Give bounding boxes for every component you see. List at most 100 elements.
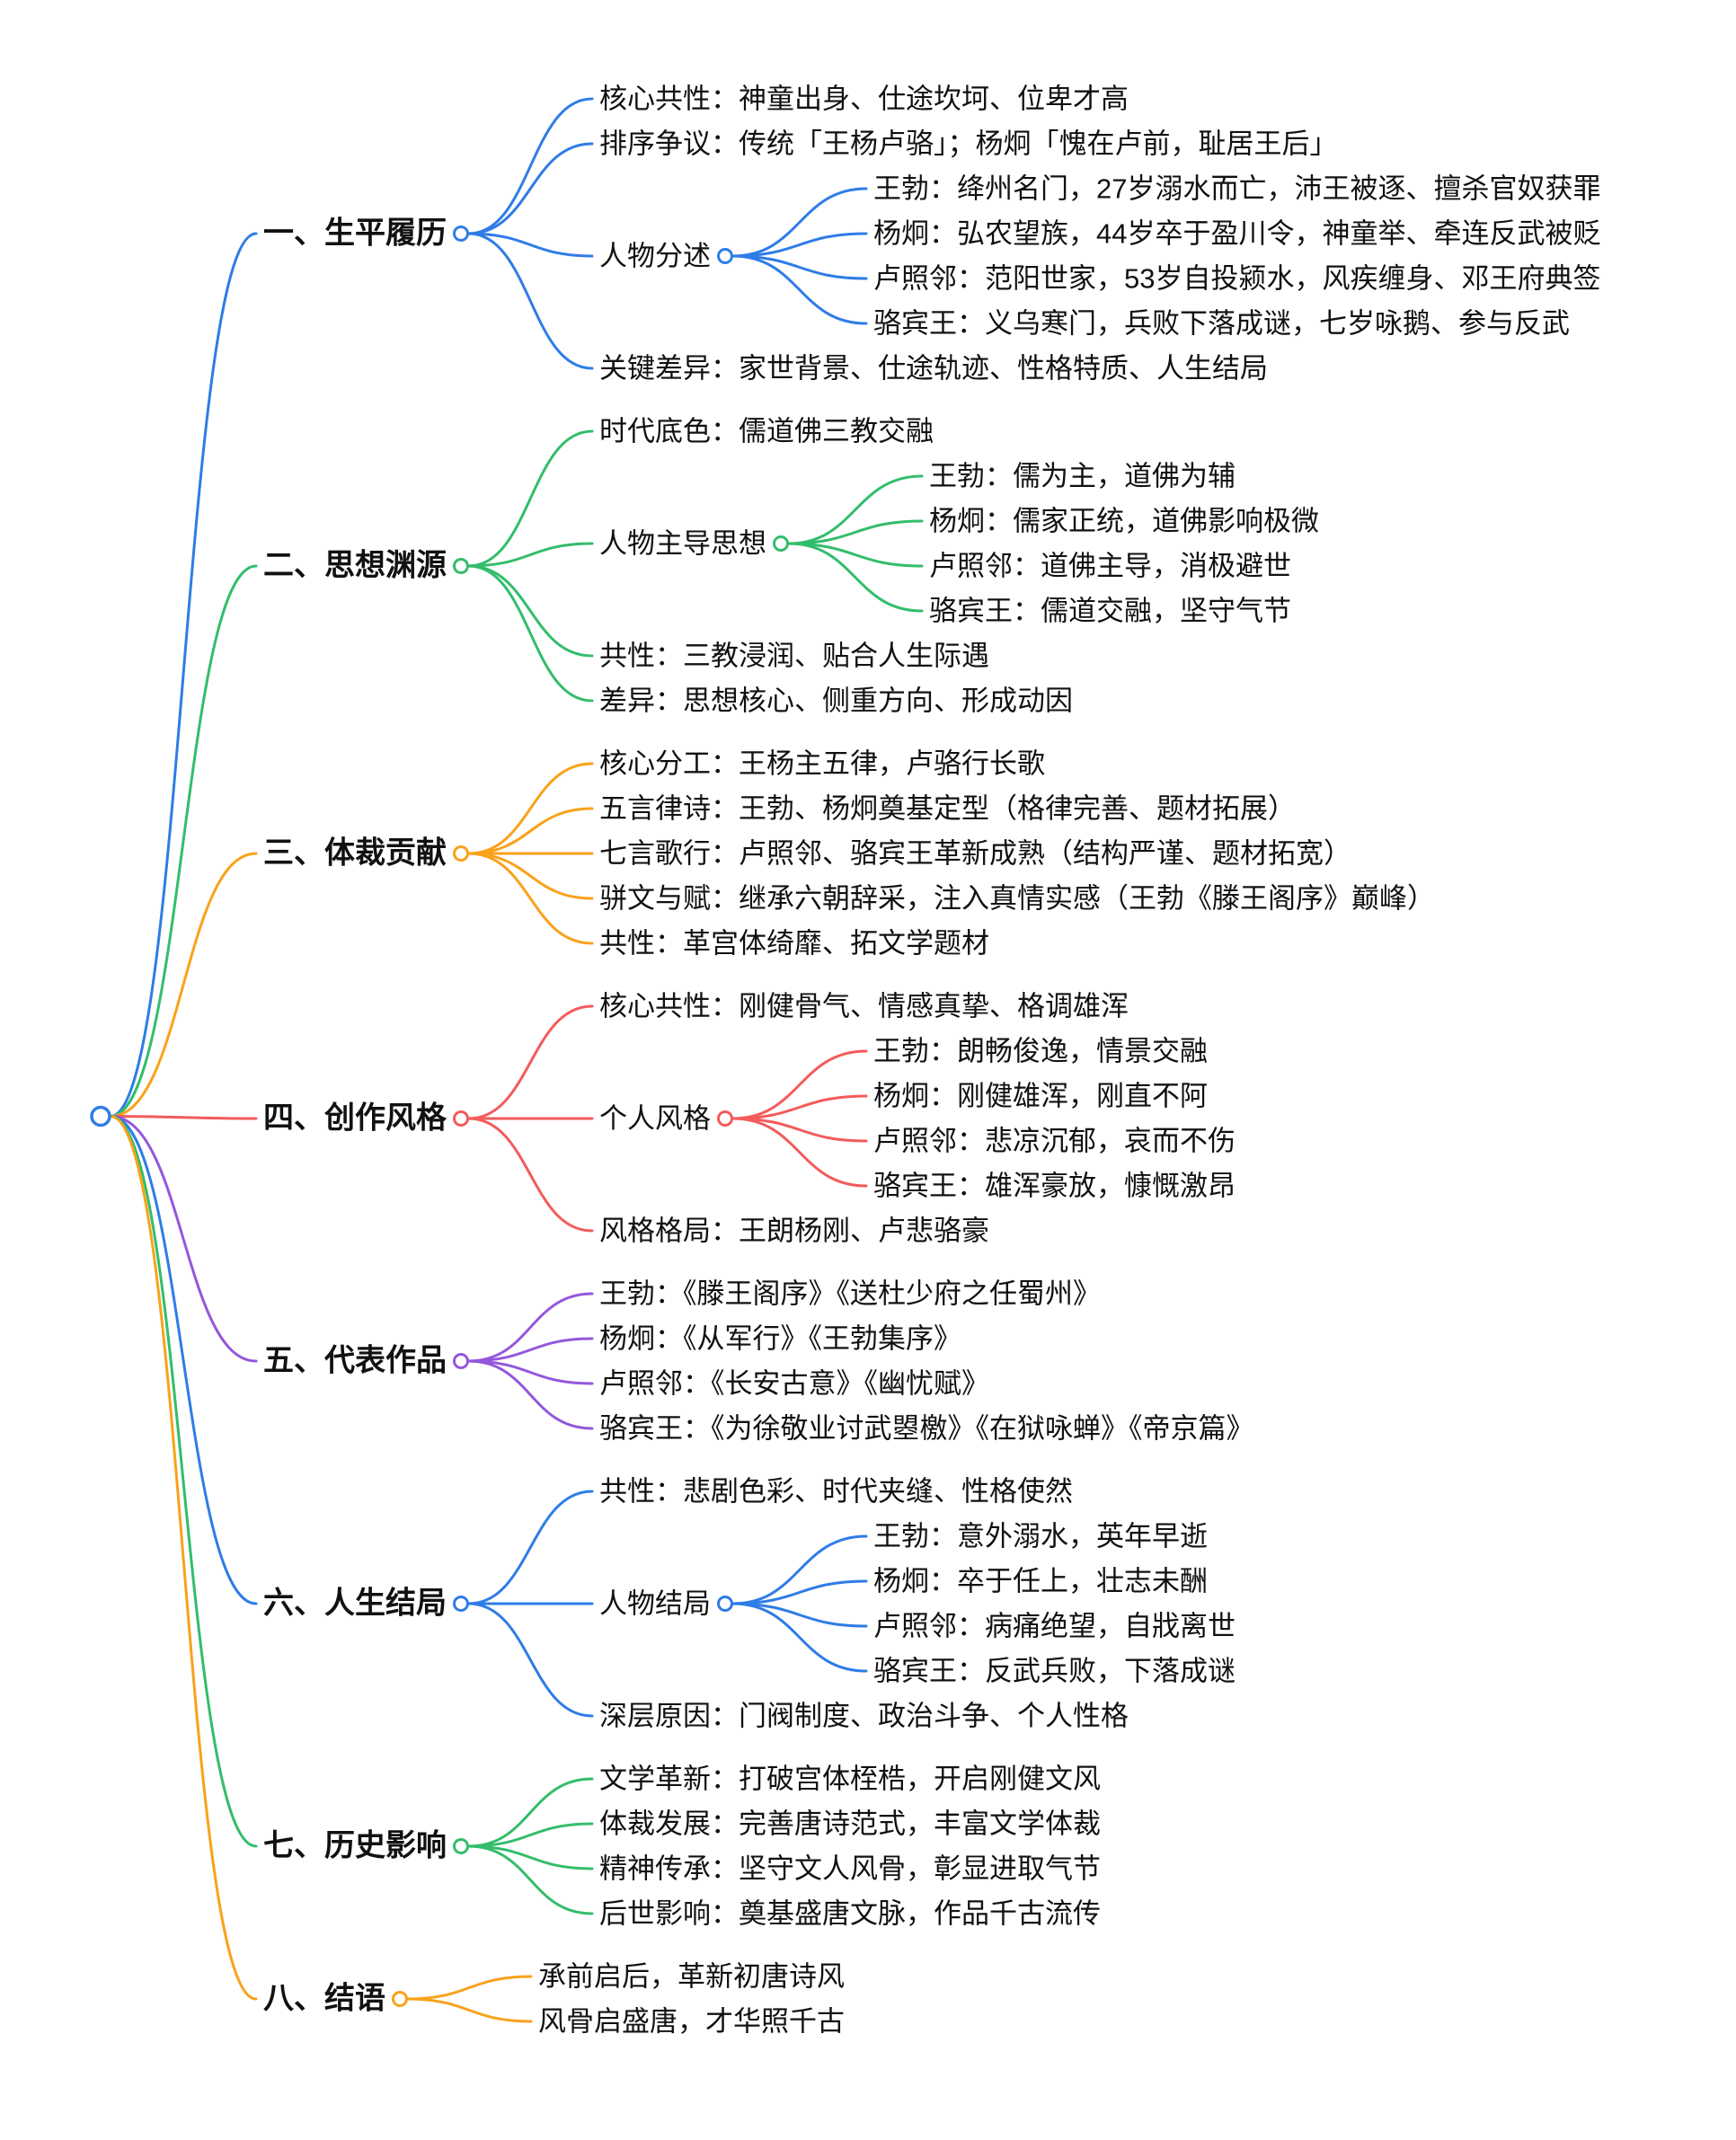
node-handle[interactable] <box>453 558 469 574</box>
edge <box>467 852 594 945</box>
edge <box>467 1359 594 1385</box>
subtopic-node[interactable]: 深层原因：门阀制度、政治斗争、个人性格 <box>599 1700 1129 1732</box>
node-handle[interactable] <box>453 845 469 862</box>
subtopic-node[interactable]: 七言歌行：卢照邻、骆宾王革新成熟（结构严谨、题材拓宽） <box>599 837 1351 870</box>
edge <box>406 1975 533 2001</box>
subtopic-node[interactable]: 风格格局：王朗杨刚、卢悲骆豪 <box>599 1215 989 1247</box>
branch-node[interactable]: 二、思想渊源 <box>263 548 447 583</box>
edge <box>467 542 594 568</box>
node-handle[interactable] <box>453 1596 469 1612</box>
root-handle[interactable] <box>90 1105 111 1127</box>
subtopic-node[interactable]: 王勃：意外溺水，英年早逝 <box>873 1520 1208 1552</box>
edge <box>731 1602 868 1673</box>
branch-node[interactable]: 六、人生结局 <box>263 1586 447 1621</box>
topic-node[interactable]: 人物结局 <box>599 1587 711 1620</box>
topic-node[interactable]: 个人风格 <box>599 1102 711 1135</box>
subtopic-node[interactable]: 排序争议：传统「王杨卢骆」；杨炯「愧在卢前，耻居王后」 <box>599 128 1338 160</box>
subtopic-node[interactable]: 骆宾王：义乌寒门，兵败下落成谜，七岁咏鹅、参与反武 <box>873 307 1570 340</box>
edge <box>467 762 594 855</box>
subtopic-node[interactable]: 卢照邻：悲凉沉郁，哀而不伤 <box>873 1125 1236 1157</box>
subtopic-node[interactable]: 杨炯：卒于任上，壮志未酬 <box>873 1565 1208 1597</box>
branch-node[interactable]: 一、生平履历 <box>263 216 447 251</box>
node-handle[interactable] <box>453 1110 469 1127</box>
subtopic-node[interactable]: 杨炯：弘农望族，44岁卒于盈川令，神童举、牵连反武被贬 <box>873 217 1601 250</box>
edge <box>109 1115 258 1120</box>
edge <box>109 1115 258 1363</box>
edge <box>109 232 258 1118</box>
node-handle[interactable] <box>717 1110 733 1127</box>
subtopic-node[interactable]: 风骨启盛唐，才华照千古 <box>538 2005 845 2038</box>
subtopic-node[interactable]: 骆宾王：雄浑豪放，慷慨激昂 <box>873 1170 1236 1202</box>
subtopic-node[interactable]: 卢照邻：病痛绝望，自戕离世 <box>873 1610 1236 1642</box>
edge <box>109 1115 258 2001</box>
edge <box>731 254 868 280</box>
edge <box>467 1337 594 1363</box>
node-handle[interactable] <box>453 1353 469 1369</box>
subtopic-node[interactable]: 关键差异：家世背景、仕途轨迹、性格特质、人生结局 <box>599 352 1268 385</box>
branch-node[interactable]: 三、体裁贡献 <box>263 836 447 871</box>
subtopic-node[interactable]: 共性：悲剧色彩、时代夹缝、性格使然 <box>599 1475 1073 1508</box>
subtopic-node[interactable]: 体裁发展：完善唐诗范式，丰富文学体裁 <box>599 1808 1101 1840</box>
edge <box>787 542 924 613</box>
subtopic-node[interactable]: 骈文与赋：继承六朝辞采，注入真情实感（王勃《滕王阁序》巅峰） <box>599 882 1435 915</box>
branch-node[interactable]: 七、历史影响 <box>263 1828 447 1863</box>
node-handle[interactable] <box>453 1838 469 1854</box>
subtopic-node[interactable]: 杨炯：刚健雄浑，刚直不阿 <box>873 1080 1208 1112</box>
subtopic-node[interactable]: 承前启后，革新初唐诗风 <box>538 1960 845 1993</box>
subtopic-node[interactable]: 文学革新：打破宫体桎梏，开启刚健文风 <box>599 1763 1101 1795</box>
subtopic-node[interactable]: 王勃：《滕王阁序》《送杜少府之任蜀州》 <box>599 1278 1101 1310</box>
edge <box>467 1844 594 1915</box>
edge <box>467 97 594 235</box>
subtopic-node[interactable]: 差异：思想核心、侧重方向、形成动因 <box>599 685 1073 717</box>
topic-node[interactable]: 人物分述 <box>599 240 711 272</box>
edge <box>406 1997 533 2023</box>
node-handle[interactable] <box>773 535 789 552</box>
edge <box>731 232 868 258</box>
subtopic-node[interactable]: 后世影响：奠基盛唐文脉，作品千古流传 <box>599 1897 1101 1930</box>
subtopic-node[interactable]: 王勃：绛州名门，27岁溺水而亡，沛王被逐、擅杀官奴获罪 <box>873 172 1601 205</box>
subtopic-node[interactable]: 核心共性：神童出身、仕途坎坷、位卑才高 <box>599 83 1129 115</box>
edge <box>787 519 924 545</box>
subtopic-node[interactable]: 王勃：儒为主，道佛为辅 <box>929 460 1236 492</box>
edge <box>467 232 594 258</box>
subtopic-node[interactable]: 卢照邻：范阳世家，53岁自投颍水，风疾缠身、邓王府典签 <box>873 262 1601 295</box>
edge <box>467 807 594 855</box>
subtopic-node[interactable]: 卢照邻：道佛主导，消极避世 <box>929 550 1291 582</box>
subtopic-node[interactable]: 精神传承：坚守文人风骨，彰显进取气节 <box>599 1853 1101 1885</box>
edge <box>109 852 258 1118</box>
subtopic-node[interactable]: 杨炯：《从军行》《王勃集序》 <box>599 1322 961 1355</box>
edge <box>467 1292 594 1363</box>
subtopic-node[interactable]: 核心共性：刚健骨气、情感真挚、格调雄浑 <box>599 990 1129 1022</box>
edge <box>467 142 594 235</box>
subtopic-node[interactable]: 骆宾王：反武兵败，下落成谜 <box>873 1655 1236 1687</box>
subtopic-node[interactable]: 王勃：朗畅俊逸，情景交融 <box>873 1035 1208 1067</box>
edge <box>467 429 594 568</box>
subtopic-node[interactable]: 五言律诗：王勃、杨炯奠基定型（格律完善、题材拓展） <box>599 792 1296 825</box>
branch-node[interactable]: 五、代表作品 <box>263 1343 447 1378</box>
node-handle[interactable] <box>392 1991 408 2007</box>
edge <box>731 1117 868 1143</box>
edge <box>731 1534 868 1605</box>
edge <box>731 1579 868 1605</box>
edge <box>467 1117 594 1233</box>
edge <box>467 1490 594 1605</box>
subtopic-node[interactable]: 骆宾王：儒道交融，坚守气节 <box>929 595 1291 627</box>
topic-node[interactable]: 人物主导思想 <box>599 527 766 560</box>
subtopic-node[interactable]: 共性：革宫体绮靡、拓文学题材 <box>599 927 989 959</box>
node-handle[interactable] <box>717 1596 733 1612</box>
subtopic-node[interactable]: 杨炯：儒家正统，道佛影响极微 <box>929 505 1319 537</box>
subtopic-node[interactable]: 骆宾王：《为徐敬业讨武曌檄》《在狱咏蝉》《帝京篇》 <box>599 1412 1254 1445</box>
node-handle[interactable] <box>453 225 469 242</box>
edge <box>467 1844 594 1870</box>
subtopic-node[interactable]: 核心分工：王杨主五律，卢骆行长歌 <box>599 747 1045 780</box>
edge <box>467 564 594 658</box>
edge <box>467 852 594 900</box>
edge <box>109 1115 258 1605</box>
subtopic-node[interactable]: 共性：三教浸润、贴合人生际遇 <box>599 640 989 672</box>
subtopic-node[interactable]: 时代底色：儒道佛三教交融 <box>599 415 934 447</box>
subtopic-node[interactable]: 卢照邻：《长安古意》《幽忧赋》 <box>599 1367 989 1400</box>
branch-node[interactable]: 四、创作风格 <box>263 1101 447 1136</box>
node-handle[interactable] <box>717 248 733 264</box>
branch-node[interactable]: 八、结语 <box>263 1981 385 2016</box>
